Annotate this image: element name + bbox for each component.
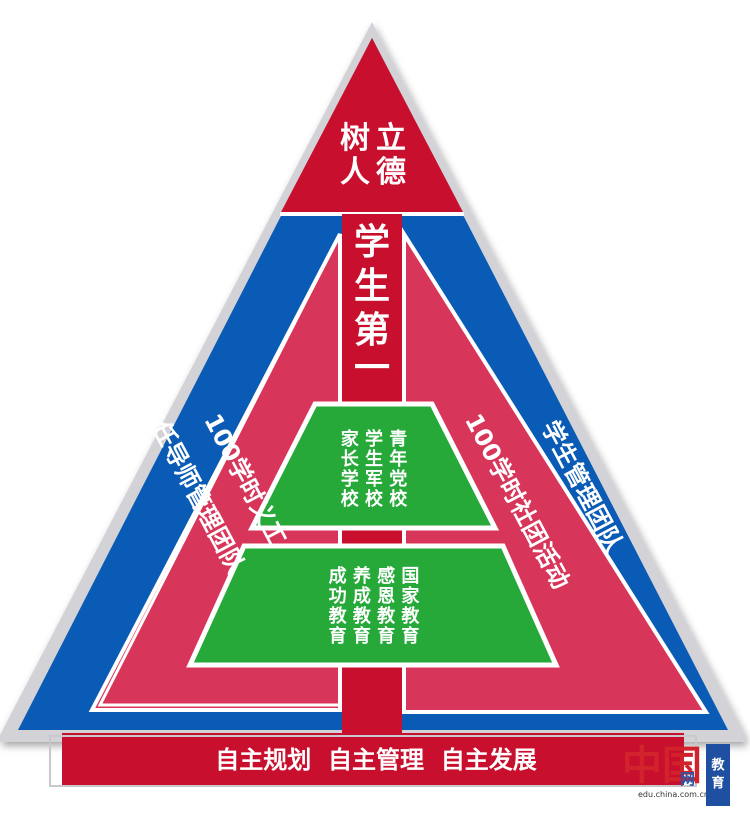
top-label-line2: 人德: [340, 155, 412, 190]
lower-green-block: [186, 543, 560, 668]
watermark-wang: 网: [680, 770, 696, 788]
upper-green-row-3: 学 军 党: [341, 468, 408, 490]
upper-green-block: [247, 401, 500, 531]
lower-green-row-1: 成 养 感 国: [329, 565, 420, 587]
china-logo-icon: 中国: [622, 742, 702, 789]
watermark-box-line2: 育: [711, 776, 725, 791]
watermark-edu-box: 教 育: [706, 744, 730, 806]
center-char-1: 学: [354, 221, 390, 263]
upper-green-row-4: 校 校 校: [341, 488, 409, 510]
lower-green-row-4: 育 育 育 育: [329, 625, 420, 647]
watermark-box-line1: 教: [711, 758, 725, 773]
watermark-url: edu.china.com.cn: [638, 790, 709, 799]
center-char-4: 一: [354, 348, 390, 389]
lower-green-row-3: 教 教 教 教: [329, 605, 421, 627]
top-tip: [280, 38, 464, 214]
lower-green-row-2: 功 成 恩 家: [329, 585, 421, 607]
upper-green-row-2: 长 生 年: [341, 448, 408, 470]
base-banner-label: 自主规划 自主管理 自主发展: [215, 746, 536, 774]
top-label-line1: 树立: [340, 121, 412, 156]
center-char-2: 生: [354, 266, 390, 307]
watermark: 中国 网 edu.china.com.cn 教 育: [622, 744, 732, 808]
upper-green-row-1: 家 学 青: [341, 428, 408, 450]
base-banner: [62, 733, 684, 785]
center-char-3: 第: [354, 310, 390, 351]
